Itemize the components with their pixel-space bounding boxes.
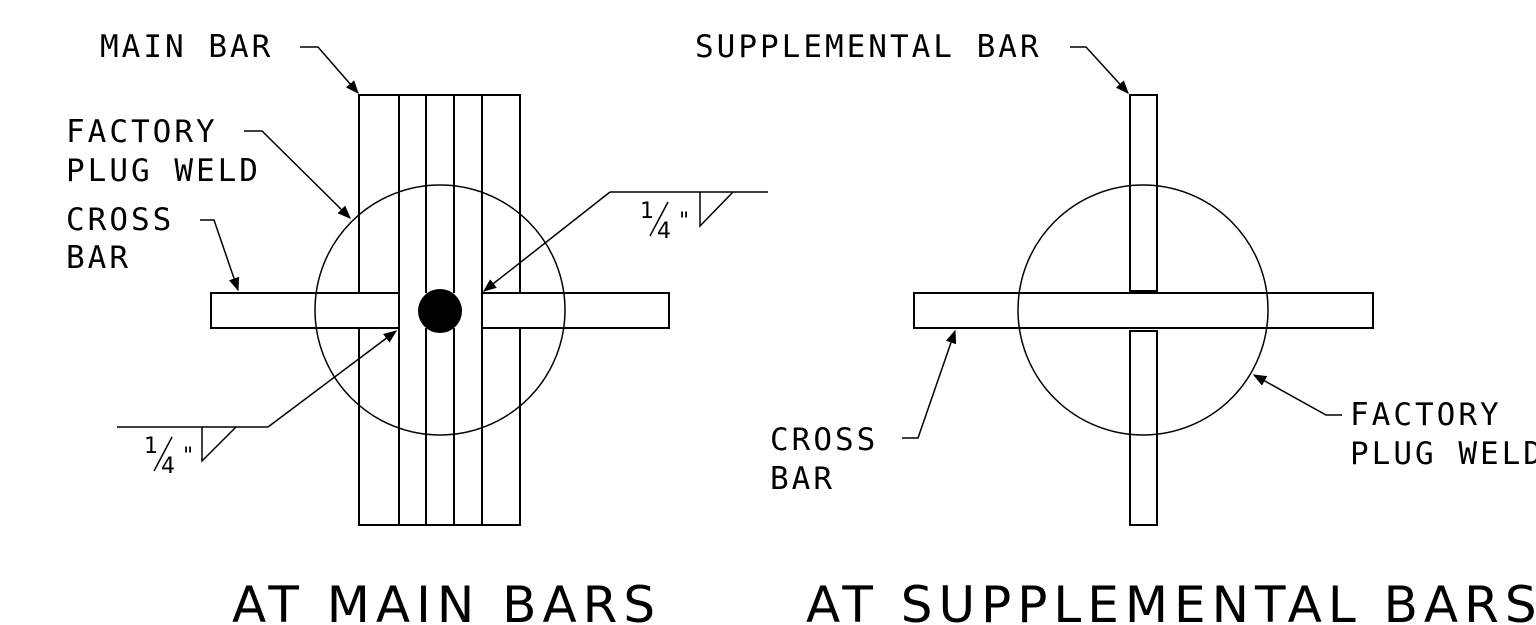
supplemental-bar-leader	[1070, 46, 1129, 94]
main-bar-leader	[300, 46, 359, 95]
weld-symbol-bottom: 1 4 "	[117, 330, 398, 479]
svg-text:": "	[183, 444, 193, 469]
main-bars-detail: MAIN BAR FACTORY PLUG WELD CROSS BAR 1 4…	[66, 29, 768, 625]
plug-weld-label-line2: PLUG WELD	[66, 153, 261, 189]
main-bars-title: AT MAIN BARS	[232, 576, 661, 625]
supplemental-plug-weld-leader	[1252, 374, 1342, 416]
weld-dot	[418, 289, 462, 333]
plug-weld-leader	[244, 130, 351, 219]
supplemental-cross-bar	[913, 292, 1374, 329]
svg-text:4: 4	[657, 219, 671, 244]
cross-bar-leader	[200, 219, 240, 292]
supplemental-plug-weld-circle	[1017, 184, 1269, 436]
svg-text:1: 1	[640, 199, 654, 224]
svg-text:4: 4	[161, 454, 175, 479]
supplemental-cross-bar-leader	[902, 329, 957, 439]
cross-bar-label-line1: CROSS	[66, 202, 174, 238]
svg-text:1: 1	[144, 434, 158, 459]
supplemental-bar	[1129, 94, 1158, 526]
supplemental-cross-bar-label-line1: CROSS	[770, 422, 878, 458]
supplemental-plug-weld-label-line2: PLUG WELD	[1350, 436, 1536, 472]
main-bar-label: MAIN BAR	[100, 29, 273, 65]
supplemental-bars-title: AT SUPPLEMENTAL BARS	[806, 576, 1536, 625]
supplemental-plug-weld-label-line1: FACTORY	[1350, 397, 1502, 433]
supplemental-cross-bar-label-line2: BAR	[770, 461, 835, 497]
supplemental-bars-detail: SUPPLEMENTAL BAR CROSS BAR FACTORY PLUG …	[695, 29, 1536, 625]
supplemental-bar-label: SUPPLEMENTAL BAR	[695, 29, 1042, 65]
plug-weld-label-line1: FACTORY	[66, 114, 218, 150]
cross-bar-label-line2: BAR	[66, 240, 131, 276]
weld-symbol-top: 1 4 "	[482, 191, 768, 292]
svg-text:": "	[679, 209, 689, 234]
plug-weld-circle	[314, 184, 566, 436]
